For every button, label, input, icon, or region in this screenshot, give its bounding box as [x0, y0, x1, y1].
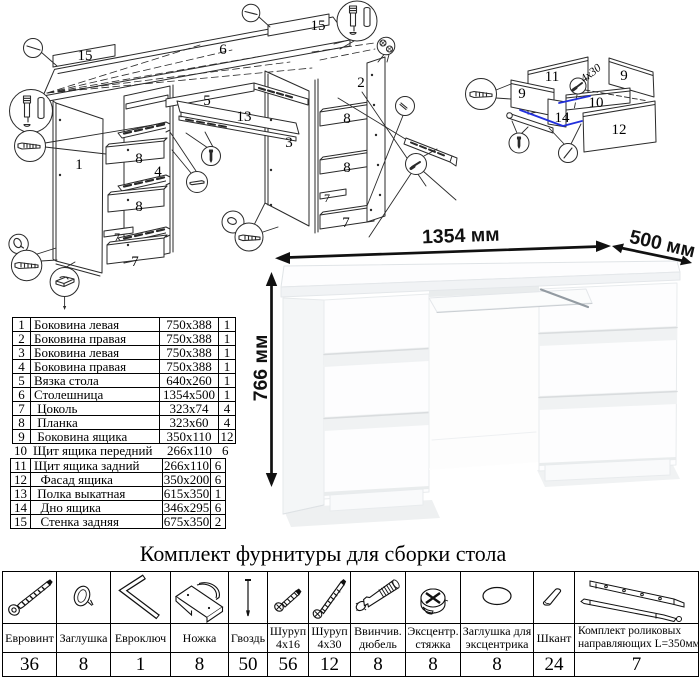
svg-text:7: 7 [342, 215, 350, 231]
svg-text:9: 9 [518, 86, 526, 102]
svg-text:4: 4 [154, 164, 162, 180]
svg-text:5: 5 [203, 93, 211, 109]
svg-text:12: 12 [612, 122, 627, 138]
svg-text:1354 мм: 1354 мм [422, 224, 500, 249]
svg-text:3: 3 [285, 135, 293, 151]
svg-text:7: 7 [131, 254, 139, 270]
svg-text:13: 13 [237, 109, 252, 125]
svg-text:15: 15 [78, 48, 93, 64]
svg-text:8: 8 [343, 111, 351, 127]
svg-text:11: 11 [545, 69, 559, 85]
svg-text:10: 10 [589, 95, 604, 111]
svg-text:6: 6 [219, 42, 227, 58]
svg-text:8: 8 [135, 199, 143, 215]
svg-text:766 мм: 766 мм [250, 335, 272, 402]
svg-text:7: 7 [324, 191, 330, 205]
svg-text:9: 9 [620, 68, 628, 84]
svg-text:1: 1 [75, 157, 83, 173]
svg-text:2: 2 [357, 75, 365, 91]
svg-text:8: 8 [343, 160, 351, 176]
svg-text:15: 15 [311, 18, 326, 34]
svg-text:7: 7 [114, 230, 120, 244]
svg-text:8: 8 [135, 151, 143, 167]
svg-text:14: 14 [555, 110, 571, 126]
